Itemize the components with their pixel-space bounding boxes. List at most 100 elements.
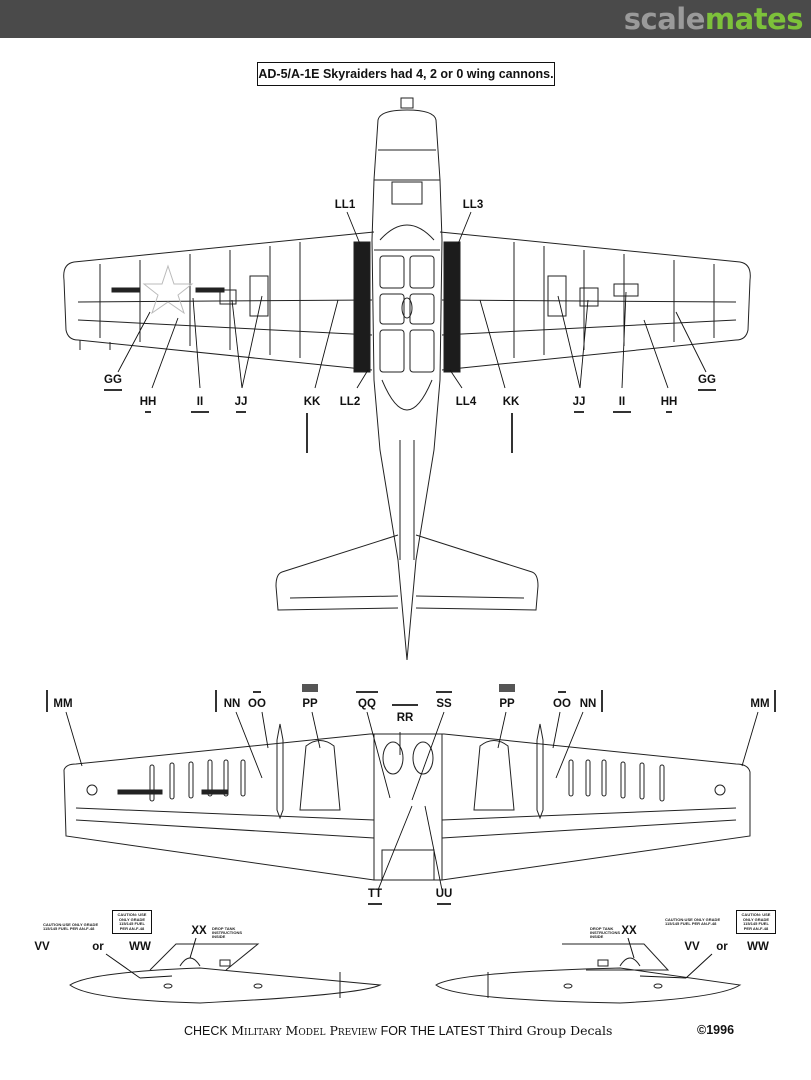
label-qq: QQ: [358, 698, 376, 710]
lower-left-cannon-marking-2: [201, 789, 229, 795]
caution-boxed-right: CAUTION: USE ONLY GRADE 115/145 FUEL PER…: [736, 910, 776, 934]
fuselage-hatch: [401, 297, 413, 319]
wing-cannon-note: AD-5/A-1E Skyraiders had 4, 2 or 0 wing …: [257, 62, 555, 86]
caution-plain-right: CAUTION:USE ONLY GRADE 115/145 FUEL PER …: [665, 917, 721, 926]
windscreen: [391, 181, 423, 205]
logo-part-scale: scale: [623, 2, 706, 36]
right-tailplane: [415, 534, 539, 611]
left-gear-well: [299, 740, 341, 811]
right-gear-well: [473, 740, 515, 811]
caption-mark-vertical: [215, 690, 217, 712]
left-star-insignia: [142, 264, 194, 315]
caption-mark: [145, 411, 151, 413]
caption-mark-vertical: [601, 690, 603, 712]
label-ll3: LL3: [462, 199, 484, 211]
copyright: ©1996: [697, 1023, 735, 1037]
right-wing-outline: [439, 231, 751, 371]
caption-mark: [104, 389, 122, 391]
footer-magazine: Military Model Preview: [231, 1023, 378, 1038]
prop-hub: [400, 97, 414, 109]
caption-mark: [368, 903, 382, 905]
caution-plain-left: CAUTION:USE ONLY GRADE 115/145 FUEL PER …: [43, 922, 99, 931]
pp-decal-glyph: [302, 684, 318, 692]
left-tailplane: [275, 534, 399, 611]
label-ww-right: WW: [747, 941, 769, 953]
label-ll1: LL1: [334, 199, 356, 211]
label-xx-left: XX: [191, 925, 207, 937]
label-ii-left: II: [196, 396, 204, 408]
header-bar: scalemates: [0, 0, 811, 38]
label-oo-left: OO: [248, 698, 266, 710]
caption-mark: [698, 389, 716, 391]
engine-cowling: [373, 109, 441, 181]
label-ii-right: II: [618, 396, 626, 408]
top-leader-lines: [117, 211, 707, 389]
caption-mark-vertical: [511, 413, 513, 453]
label-jj-right: JJ: [572, 396, 586, 408]
fuselage-outline: [371, 179, 443, 661]
footer-advert: CHECK Military Model Preview FOR THE LAT…: [184, 1023, 612, 1038]
lower-wing-outline: [63, 733, 751, 881]
label-gg-right: GG: [698, 374, 716, 386]
label-mm-right: MM: [750, 698, 770, 710]
ll1-ll2-walkway-stripe: [353, 241, 371, 373]
pp-decal-glyph: [499, 684, 515, 692]
right-tank-pylon: [562, 943, 670, 971]
label-vv-left: VV: [34, 941, 50, 953]
right-drop-tank: [435, 937, 742, 1004]
caption-mark-vertical: [46, 690, 48, 712]
right-oil-cooler: [412, 741, 434, 775]
caption-mark-vertical: [774, 690, 776, 712]
drop-tank-note-right: DROP TANK INSTRUCTIONS INSIDE: [590, 926, 620, 939]
caption-mark: [613, 411, 631, 413]
label-gg-left: GG: [104, 374, 122, 386]
right-pylons: [536, 723, 665, 820]
caption-mark: [437, 903, 451, 905]
ll3-ll4-walkway-stripe: [443, 241, 461, 373]
caption-mark: [392, 704, 418, 706]
top-view-drawing: [63, 97, 751, 661]
label-mm-left: MM: [53, 698, 73, 710]
center-fuselage-bay: [373, 733, 443, 881]
canopy-frame: [379, 224, 435, 241]
caption-mark: [236, 411, 246, 413]
label-pp-right: PP: [499, 698, 515, 710]
label-uu: UU: [435, 888, 453, 900]
label-ll4: LL4: [455, 396, 477, 408]
label-ww-left: WW: [129, 941, 151, 953]
caption-mark-vertical: [306, 413, 308, 453]
left-pylons: [149, 723, 284, 820]
label-ss: SS: [436, 698, 452, 710]
drop-tank-note-left: DROP TANK INSTRUCTIONS INSIDE: [212, 926, 242, 939]
caption-mark: [666, 411, 672, 413]
label-hh-right: HH: [660, 396, 678, 408]
lower-left-cannon-marking: [117, 789, 163, 795]
caption-mark: [253, 691, 261, 693]
footer-mid: FOR THE LATEST: [377, 1024, 489, 1038]
caption-mark: [436, 691, 452, 693]
footer-brand: Third Group Decals: [488, 1023, 613, 1038]
label-rr: RR: [396, 712, 414, 724]
caption-mark: [356, 691, 378, 693]
label-jj-left: JJ: [234, 396, 248, 408]
caption-mark: [558, 691, 566, 693]
caption-mark: [574, 411, 584, 413]
bottom-view-drawing: [63, 711, 759, 891]
caption-mark: [191, 411, 209, 413]
scalemates-logo[interactable]: scalemates: [623, 1, 804, 37]
left-wing-outline: [63, 231, 375, 371]
label-kk-left: KK: [303, 396, 321, 408]
right-tank-body: [435, 967, 742, 1004]
label-nn-left: NN: [223, 698, 241, 710]
label-pp-left: PP: [302, 698, 318, 710]
caution-boxed-left: CAUTION: USE ONLY GRADE 115/145 FUEL PER…: [112, 910, 152, 934]
bottom-leader-lines: [65, 711, 759, 891]
label-kk-right: KK: [502, 396, 520, 408]
label-or-left: or: [92, 941, 104, 953]
label-oo-right: OO: [553, 698, 571, 710]
logo-part-mates: mates: [704, 2, 804, 36]
label-tt: TT: [367, 888, 383, 900]
left-oil-cooler: [382, 741, 404, 775]
label-vv-right: VV: [684, 941, 700, 953]
